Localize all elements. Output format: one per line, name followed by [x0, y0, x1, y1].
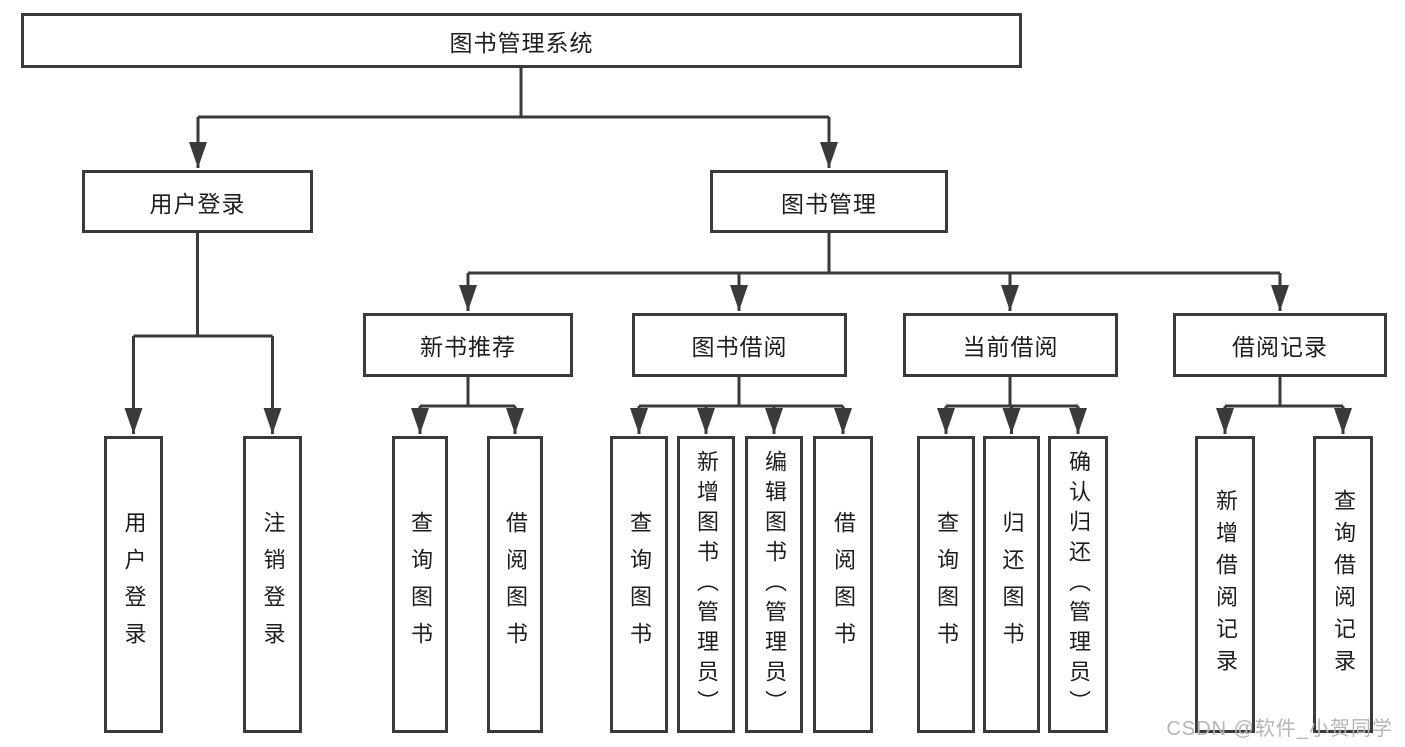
- leaf-borrow-books-borrowing: 借阅图书: [813, 436, 873, 733]
- node-user-login-label: 用户登录: [149, 190, 246, 217]
- leaf-add-borrow-record: 新增借阅记录: [1195, 436, 1255, 733]
- leaf-borrow-books-recommend-label: 借阅图书: [503, 510, 528, 659]
- node-user-login: 用户登录: [82, 170, 313, 233]
- leaf-query-books-recommend-label: 查询图书: [408, 510, 433, 659]
- watermark: CSDN @软件_小贺同学: [1166, 718, 1393, 740]
- leaf-borrow-books-recommend: 借阅图书: [487, 436, 543, 733]
- node-book-borrowing-label: 图书借阅: [691, 334, 788, 360]
- leaf-add-borrow-record-label: 新增借阅记录: [1213, 488, 1238, 681]
- leaf-query-books-current: 查询图书: [917, 436, 975, 733]
- node-new-book-recommend-label: 新书推荐: [420, 334, 516, 360]
- leaf-query-books-borrowing-label: 查询图书: [627, 510, 652, 659]
- leaf-query-borrow-record-label: 查询借阅记录: [1331, 488, 1356, 681]
- leaf-borrow-books-borrowing-label: 借阅图书: [831, 510, 856, 659]
- node-borrowing-records: 借阅记录: [1173, 313, 1387, 377]
- leaf-return-books: 归还图书: [983, 436, 1040, 733]
- node-root: 图书管理系统: [21, 13, 1022, 68]
- leaf-logout-label: 注销登录: [260, 510, 286, 659]
- node-book-management: 图书管理: [710, 170, 948, 233]
- node-book-management-label: 图书管理: [781, 190, 877, 217]
- node-root-label: 图书管理系统: [449, 29, 594, 56]
- leaf-query-books-current-label: 查询图书: [934, 510, 959, 659]
- leaf-add-books-admin: 新增图书（管理员）: [677, 436, 735, 733]
- leaf-query-books-borrowing: 查询图书: [610, 436, 668, 733]
- node-current-borrowing: 当前借阅: [903, 313, 1118, 377]
- leaf-edit-books-admin-label: 编辑图书（管理员）: [762, 449, 787, 720]
- node-current-borrowing-label: 当前借阅: [962, 334, 1059, 360]
- node-borrowing-records-label: 借阅记录: [1232, 334, 1328, 360]
- leaf-return-books-label: 归还图书: [999, 510, 1025, 659]
- node-book-borrowing: 图书借阅: [632, 313, 847, 377]
- leaf-confirm-return-admin-label: 确认归还（管理员）: [1066, 449, 1091, 720]
- leaf-query-borrow-record: 查询借阅记录: [1313, 436, 1373, 733]
- leaf-logout: 注销登录: [243, 436, 302, 733]
- leaf-confirm-return-admin: 确认归还（管理员）: [1048, 436, 1108, 733]
- leaf-user-login: 用户登录: [104, 436, 163, 733]
- leaf-query-books-recommend: 查询图书: [392, 436, 448, 733]
- leaf-user-login-label: 用户登录: [121, 510, 147, 659]
- node-new-book-recommend: 新书推荐: [363, 313, 573, 377]
- leaf-add-books-admin-label: 新增图书（管理员）: [694, 449, 719, 720]
- leaf-edit-books-admin: 编辑图书（管理员）: [745, 436, 803, 733]
